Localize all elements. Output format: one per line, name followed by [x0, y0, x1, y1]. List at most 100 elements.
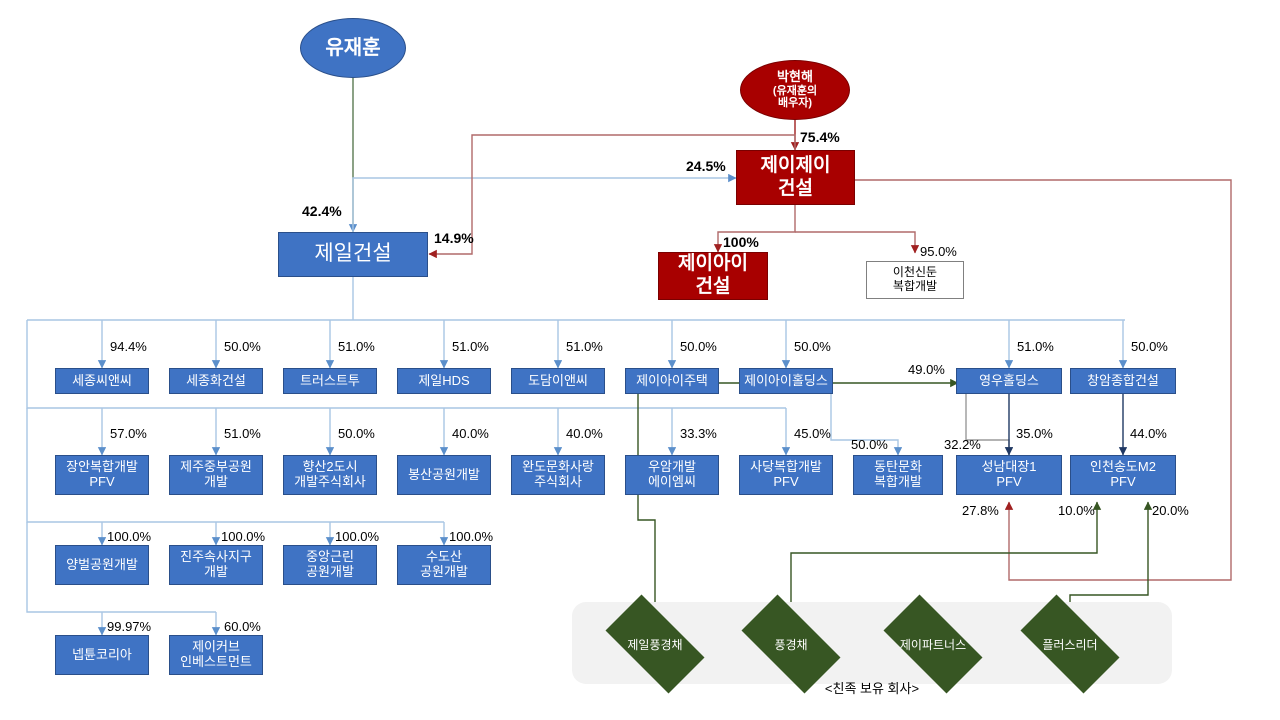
company-label-row1-2: 트러스트투 — [300, 372, 360, 388]
company-label-row1-0: 세종씨앤씨 — [72, 372, 132, 388]
company-label-row2-9-1: 인천송도M2 — [1090, 459, 1156, 475]
company-label-row1-8: 창암종합건설 — [1087, 372, 1159, 388]
company-node-row1-3[interactable]: 제일HDS — [397, 368, 491, 394]
company-label-row2-1-1: 제주중부공원 — [180, 459, 252, 475]
company-node-row1-4[interactable]: 도담이앤씨 — [511, 368, 605, 394]
company-label-row3-1-2: 개발 — [204, 564, 228, 579]
pct-row2-2: 50.0% — [338, 426, 375, 441]
company-label-jj-1: 제이제이 — [760, 154, 831, 176]
company-label-row3-2-1: 중앙근린 — [306, 549, 354, 565]
pct-row2-7: 50.0% — [851, 437, 888, 452]
pct-diamond-to-incheon-10: 10.0% — [1058, 503, 1095, 518]
pct-row1-4: 51.0% — [566, 339, 603, 354]
relative-label-1: 풍경채 — [774, 637, 808, 652]
pct-row4-0: 99.97% — [107, 619, 152, 634]
company-node-row2-3[interactable]: 봉산공원개발 — [397, 455, 491, 495]
pct-row2-0: 57.0% — [110, 426, 147, 441]
relative-label-3: 플러스리더 — [1042, 637, 1098, 652]
company-node-row1-0[interactable]: 세종씨앤씨 — [55, 368, 149, 394]
company-node-ji[interactable]: 제이아이 건설 — [658, 252, 768, 300]
pct-row1-7: 51.0% — [1017, 339, 1054, 354]
pct-jeil-to-jj: 24.5% — [686, 158, 726, 174]
company-node-row1-8[interactable]: 창암종합건설 — [1070, 368, 1176, 394]
company-label-row3-1-1: 진주속사지구 — [180, 549, 252, 565]
company-label-row2-4-1: 완도문화사랑 — [522, 459, 594, 475]
company-label-ji-2: 건설 — [695, 276, 731, 297]
pct-park-to-jj: 75.4% — [800, 129, 840, 145]
pct-row2-3: 40.0% — [452, 426, 489, 441]
company-label-row2-1-2: 개발 — [204, 474, 228, 489]
company-label-jeil: 제일건설 — [314, 242, 392, 266]
company-label-icheon-2: 복합개발 — [892, 279, 938, 293]
company-node-row1-6[interactable]: 제이아이홀딩스 — [739, 368, 833, 394]
pct-row2-8: 35.0% — [1016, 426, 1053, 441]
company-node-row3-0[interactable]: 양벌공원개발 — [55, 545, 149, 585]
company-label-row2-4-2: 주식회사 — [534, 474, 582, 489]
pct-row2-9: 44.0% — [1130, 426, 1167, 441]
relative-node-2[interactable]: 제이파트너스 — [870, 594, 996, 694]
pct-row1-2: 51.0% — [338, 339, 375, 354]
company-label-row2-6-1: 사당복합개발 — [750, 459, 822, 475]
company-label-row1-1: 세종화건설 — [186, 372, 246, 388]
company-label-row3-2-2: 공원개발 — [306, 564, 354, 579]
person-label-park: 박현해 — [777, 68, 813, 84]
company-label-row1-5: 제이아이주택 — [636, 372, 708, 388]
pct-row1-5: 50.0% — [680, 339, 717, 354]
company-node-row1-1[interactable]: 세종화건설 — [169, 368, 263, 394]
pct-row1-8: 50.0% — [1131, 339, 1168, 354]
company-label-jj-2: 건설 — [778, 177, 813, 199]
pct-yoo-to-jeil: 42.4% — [302, 203, 342, 219]
company-node-row4-0[interactable]: 넵튠코리아 — [55, 635, 149, 675]
relatives-panel-caption: <친족 보유 회사> — [824, 681, 920, 696]
person-label-yoo: 유재훈 — [325, 36, 381, 59]
company-node-icheon[interactable]: 이천신둔 복합개발 — [866, 261, 964, 299]
company-node-jeil[interactable]: 제일건설 — [278, 232, 428, 277]
pct-diamond-to-youngwoo: 49.0% — [908, 362, 945, 377]
company-node-row1-7[interactable]: 영우홀딩스 — [956, 368, 1062, 394]
person-node-yoo[interactable]: 유재훈 — [300, 18, 406, 78]
company-label-row3-0-1: 양벌공원개발 — [66, 556, 138, 572]
company-label-row3-3-1: 수도산 — [426, 549, 462, 565]
company-label-row2-6-2: PFV — [773, 474, 799, 489]
pct-row1-0: 94.4% — [110, 339, 147, 354]
company-label-row4-0-1: 넵튠코리아 — [72, 646, 132, 662]
company-label-row2-0-1: 장안복합개발 — [66, 459, 138, 475]
company-label-row2-8-1: 성남대장1 — [981, 459, 1037, 475]
company-label-icheon-1: 이천신둔 — [892, 265, 938, 280]
relative-node-3[interactable]: 플러스리더 — [1007, 594, 1133, 694]
pct-jj-to-icheon: 95.0% — [920, 244, 957, 259]
company-node-row1-2[interactable]: 트러스트투 — [283, 368, 377, 394]
company-label-row3-3-2: 공원개발 — [420, 564, 468, 579]
relative-label-0: 제일풍경채 — [627, 637, 683, 652]
pct-jj-to-seongnam: 27.8% — [962, 503, 999, 518]
pct-row3-2: 100.0% — [335, 529, 380, 544]
company-label-row2-0-2: PFV — [89, 474, 115, 489]
pct-row3-1: 100.0% — [221, 529, 266, 544]
pct-row2-6: 45.0% — [794, 426, 831, 441]
company-node-row1-5[interactable]: 제이아이주택 — [625, 368, 719, 394]
pct-row2-4: 40.0% — [566, 426, 603, 441]
person-sub-park-1: (유재훈의 — [772, 84, 818, 97]
company-label-row2-7-2: 복합개발 — [874, 474, 922, 489]
company-label-row2-5-2: 에이엠씨 — [648, 474, 696, 489]
relative-node-1[interactable]: 풍경채 — [728, 594, 854, 694]
relative-label-2: 제이파트너스 — [899, 637, 967, 652]
company-node-jj[interactable]: 제이제이 건설 — [736, 150, 855, 205]
pct-row4-1: 60.0% — [224, 619, 261, 634]
relative-node-0[interactable]: 제일풍경채 — [592, 594, 718, 694]
person-node-park[interactable]: 박현해 (유재훈의 배우자) — [740, 60, 850, 120]
